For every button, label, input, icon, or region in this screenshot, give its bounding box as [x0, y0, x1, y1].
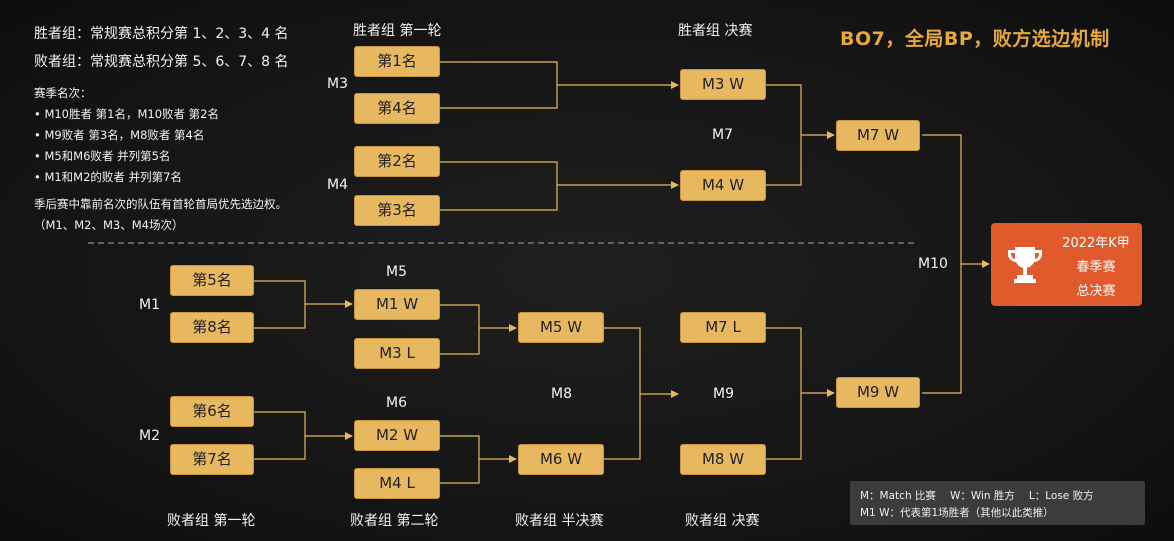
side-selection-note: 季后赛中靠前名次的队伍有首轮首局优先选边权。 [34, 197, 287, 211]
slot-seed-7: 第7名 [170, 444, 254, 475]
rank-rule: • M10胜者 第1名，M10败者 第2名 [34, 107, 219, 121]
round-title-winners-r1: 胜者组 第一轮 [353, 23, 442, 39]
slot-m5-winner: M5 W [518, 312, 604, 343]
connector-m7 [766, 84, 802, 186]
round-title-losers-semi: 败者组 半决赛 [515, 513, 604, 529]
connector-m1 [254, 280, 306, 329]
connector-m5 [440, 304, 480, 355]
grand-final-stage: 总决赛 [1076, 284, 1116, 299]
match-label-m3: M3 [327, 76, 348, 92]
slot-seed-1: 第1名 [354, 46, 440, 77]
match-label-m4: M4 [327, 177, 348, 193]
rank-rule: • M9败者 第3名，M8败者 第4名 [34, 128, 205, 142]
slot-seed-8: 第8名 [170, 312, 254, 343]
slot-m7-loser: M7 L [680, 312, 766, 343]
match-label-m1: M1 [139, 297, 160, 313]
rank-rule: • M1和M2的败者 并列第7名 [34, 170, 182, 184]
connector-m8 [604, 327, 641, 460]
slot-m4-loser: M4 L [354, 468, 440, 499]
round-title-losers-r1: 败者组 第一轮 [167, 513, 256, 529]
slot-m1-winner: M1 W [354, 289, 440, 320]
slot-m7-winner: M7 W [836, 120, 920, 151]
slot-m6-winner: M6 W [518, 444, 604, 475]
legend-box: M：Match 比赛 W：Win 胜方 L：Lose 败方 M1 W：代表第1场胜者… [850, 481, 1145, 525]
slot-m9-winner: M9 W [836, 377, 920, 408]
legend-line-abbrev: M：Match 比赛 W：Win 胜方 L：Lose 败方 [860, 488, 1108, 503]
side-selection-matches: （M1、M2、M3、M4场次） [34, 218, 184, 232]
slot-seed-6: 第6名 [170, 396, 254, 427]
slot-m3-loser: M3 L [354, 338, 440, 369]
legend-example: M1 W：代表第1场胜者（其他以此类推） [860, 507, 1054, 519]
match-label-m9: M9 [713, 386, 734, 402]
slot-seed-5: 第5名 [170, 265, 254, 296]
match-label-m5: M5 [386, 264, 407, 280]
format-headline: BO7，全局BP，败方选边机制 [840, 28, 1110, 50]
legend-lose: L：Lose 败方 [1028, 490, 1094, 502]
connector-m4 [440, 161, 558, 211]
match-label-m6: M6 [386, 395, 407, 411]
trophy-icon [1008, 247, 1042, 283]
match-label-m2: M2 [139, 428, 160, 444]
round-title-winners-final: 胜者组 决赛 [678, 23, 753, 39]
slot-m8-winner: M8 W [680, 444, 766, 475]
grand-final-box: 2022年K甲 春季赛 总决赛 [991, 223, 1142, 306]
slot-seed-2: 第2名 [354, 146, 440, 177]
connector-m2 [254, 411, 306, 460]
slot-seed-3: 第3名 [354, 195, 440, 226]
rank-rule: • M5和M6败者 并列第5名 [34, 149, 171, 163]
slot-m3-winner: M3 W [680, 69, 766, 100]
connector-m3 [440, 61, 558, 109]
grand-final-season: 春季赛 [1076, 260, 1116, 275]
connector-m6 [440, 435, 480, 484]
grand-final-title: 2022年K甲 [1062, 236, 1130, 251]
legend-win: W：Win 胜方 [949, 490, 1015, 502]
round-title-losers-r2: 败者组 第二轮 [350, 513, 439, 529]
slot-m4-winner: M4 W [680, 170, 766, 201]
winners-seed-note: 胜者组：常规赛总积分第 1、2、3、4 名 [34, 26, 289, 42]
match-label-m7: M7 [712, 127, 733, 143]
match-label-m10: M10 [918, 256, 948, 272]
slot-m2-winner: M2 W [354, 420, 440, 451]
legend-match: M：Match 比赛 [860, 490, 936, 502]
round-title-losers-final: 败者组 决赛 [685, 513, 760, 529]
match-label-m8: M8 [551, 386, 572, 402]
connector-m9 [766, 327, 802, 460]
ranking-title: 赛季名次： [34, 86, 92, 100]
slot-seed-4: 第4名 [354, 93, 440, 124]
losers-seed-note: 败者组：常规赛总积分第 5、6、7、8 名 [34, 54, 289, 70]
